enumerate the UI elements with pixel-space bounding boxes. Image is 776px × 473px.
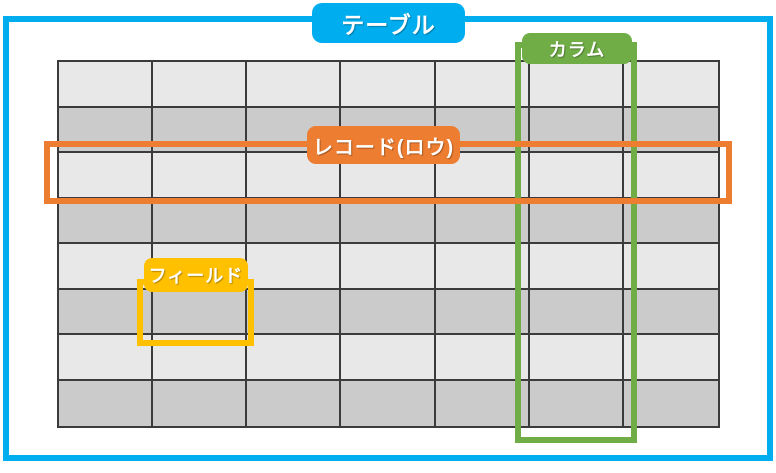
table-cell (529, 153, 624, 199)
table-cell (341, 198, 436, 244)
table-cell (341, 380, 436, 426)
column-highlight-outline (515, 42, 637, 443)
table-cell (435, 244, 530, 290)
table-cell (247, 335, 342, 381)
table-cell (153, 198, 248, 244)
table-cell (153, 289, 248, 335)
table-cell (435, 289, 530, 335)
table-cell (623, 198, 718, 244)
table-cell (59, 198, 154, 244)
table-cell (59, 153, 154, 199)
table-cell (529, 335, 624, 381)
table-cell (435, 62, 530, 108)
table-cell (435, 198, 530, 244)
table-cell (247, 244, 342, 290)
table-cell (247, 289, 342, 335)
table-cell (341, 244, 436, 290)
table-cell (529, 380, 624, 426)
table-cell (153, 153, 248, 199)
table-cell (623, 153, 718, 199)
table-label: テーブル (312, 3, 465, 43)
table-cell (623, 244, 718, 290)
column-label: カラム (522, 33, 632, 64)
table-cell (435, 380, 530, 426)
table-cell (529, 289, 624, 335)
table-cell (529, 244, 624, 290)
table-cell (435, 335, 530, 381)
table-cell (341, 335, 436, 381)
table-cell (623, 289, 718, 335)
record-label: レコード(ロウ) (307, 126, 460, 164)
table-cell (247, 380, 342, 426)
table-cell (247, 62, 342, 108)
table-cell (153, 62, 248, 108)
table-cell (529, 198, 624, 244)
table-cell (529, 62, 624, 108)
field-label: フィールド (144, 258, 248, 292)
table-grid (57, 60, 720, 428)
table-cell (341, 289, 436, 335)
table-cell (59, 380, 154, 426)
table-cell (153, 380, 248, 426)
table-cell (623, 380, 718, 426)
table-cell (59, 62, 154, 108)
table-cell (623, 335, 718, 381)
table-cell (623, 62, 718, 108)
table-cell (247, 198, 342, 244)
table-cell (341, 62, 436, 108)
